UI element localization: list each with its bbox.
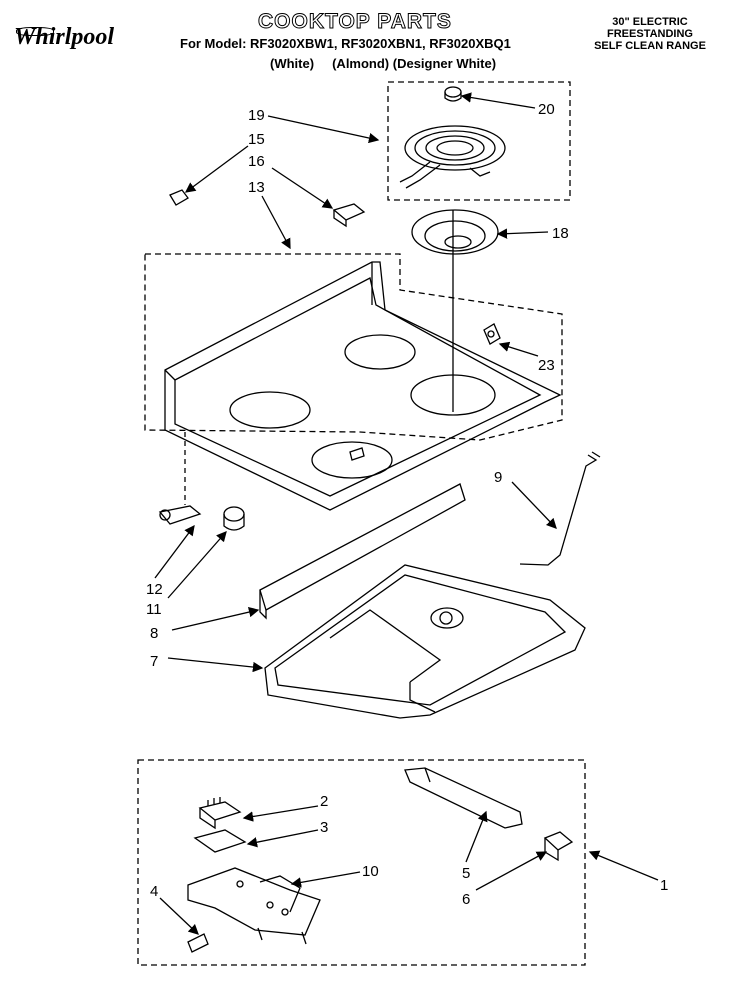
element-group-box	[387, 81, 571, 201]
clip-icon	[169, 189, 189, 206]
callout-12: 12	[146, 581, 163, 598]
support-rod-icon	[519, 451, 601, 566]
mounting-bracket-icon	[483, 323, 501, 345]
spec-line-3: SELF CLEAN RANGE	[594, 40, 706, 52]
drip-bowl-icon	[411, 209, 499, 255]
callout-8: 8	[150, 625, 158, 642]
receptacle-icon	[332, 203, 366, 228]
callout-1: 1	[660, 877, 668, 894]
callout-23: 23	[538, 357, 555, 374]
switch-insulator-icon	[193, 829, 247, 853]
callout-20: 20	[538, 101, 555, 118]
logo-emblem-icon	[16, 27, 54, 36]
switch-bracket-icon	[187, 867, 321, 945]
spec-line-2: FREESTANDING	[607, 28, 693, 40]
surface-element-icon	[399, 125, 506, 189]
color-variants: (White) (Almond) (Designer White)	[270, 56, 497, 71]
front-trim-strip-icon	[259, 483, 466, 620]
switch-group-box	[137, 759, 586, 966]
callout-6: 6	[462, 891, 470, 908]
callout-19: 19	[248, 107, 265, 124]
callout-15: 15	[248, 131, 265, 148]
callout-9: 9	[494, 469, 502, 486]
switch-clip-icon	[187, 933, 209, 953]
callout-7: 7	[150, 653, 158, 670]
infinite-switch-icon	[198, 797, 242, 830]
burner-box-icon	[264, 564, 586, 719]
page-title: COOKTOP PARTS	[258, 10, 452, 34]
spec-block: 30" ELECTRIC FREESTANDING SELF CLEAN RAN…	[590, 16, 710, 52]
callout-5: 5	[462, 865, 470, 882]
cooktop-group-box	[144, 253, 563, 441]
callout-18: 18	[552, 225, 569, 242]
callout-3: 3	[320, 819, 328, 836]
callout-2: 2	[320, 793, 328, 810]
insulator-icon	[223, 506, 245, 531]
callout-13: 13	[248, 179, 265, 196]
cooktop-panel-icon	[164, 261, 562, 511]
element-cap-icon	[444, 86, 462, 102]
model-list: For Model: RF3020XBW1, RF3020XBN1, RF302…	[180, 36, 511, 51]
leader-lines	[154, 92, 659, 935]
brand-logo: Whirlpool	[14, 24, 115, 50]
callout-10: 10	[362, 863, 379, 880]
harness-bracket-icon	[543, 831, 574, 862]
callout-16: 16	[248, 153, 265, 170]
terminal-block-icon	[158, 505, 202, 525]
callout-4: 4	[150, 883, 158, 900]
callout-11: 11	[146, 601, 162, 618]
spec-line-1: 30" ELECTRIC	[612, 16, 688, 28]
mounting-bar-icon	[404, 767, 523, 829]
